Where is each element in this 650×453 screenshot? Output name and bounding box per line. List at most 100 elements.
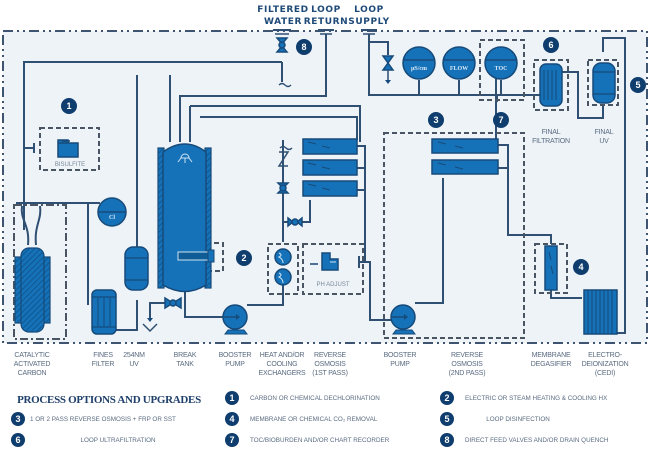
svg-text:7: 7 (498, 115, 503, 125)
svg-text:3: 3 (433, 115, 438, 125)
svg-text:HEAT AND/OR: HEAT AND/OR (260, 352, 305, 359)
badge-7: 7 (493, 112, 509, 128)
svg-text:UV: UV (599, 138, 609, 145)
option-box-bisulfite (39, 127, 100, 171)
ph-adjust-dosing: PH ADJUST (310, 252, 365, 288)
legend-item-3: 3 1 OR 2 PASS REVERSE OSMOSIS + FRP OR SS… (11, 412, 176, 426)
svg-text:FLOW: FLOW (450, 66, 468, 72)
svg-text:(2ND PASS): (2ND PASS) (449, 370, 486, 377)
flow-meter: FLOW (442, 46, 476, 80)
svg-text:PH ADJUST: PH ADJUST (316, 282, 349, 288)
svg-text:BOOSTER: BOOSTER (384, 352, 417, 359)
legend-badge (225, 391, 239, 405)
svg-text:TOC: TOC (495, 66, 508, 72)
direct-feed-valve (275, 37, 292, 88)
legend-item-text: 1 OR 2 PASS REVERSE OSMOSIS + FRP OR SST (30, 416, 176, 423)
badge-3: 3 (428, 112, 444, 128)
badge-2: 2 (236, 250, 252, 266)
equipment-label-ro-2nd-pass: REVERSE OSMOSIS (2ND PASS) (449, 352, 486, 377)
svg-text:FINAL: FINAL (595, 129, 614, 136)
legend-badge (225, 433, 239, 447)
booster-pump-1 (222, 304, 248, 335)
svg-text:OSMOSIS: OSMOSIS (314, 361, 346, 368)
svg-text:MEMBRANE: MEMBRANE (532, 352, 571, 359)
legend-item-text: LOOP DISINFECTION (486, 416, 550, 423)
legend-item-text: DIRECT FEED VALVES AND/OR DRAIN QUENCH (465, 437, 609, 444)
svg-text:PUMP: PUMP (225, 361, 245, 368)
legend-item-text: LOOP ULTRAFILTRATION (80, 437, 156, 444)
svg-text:LOOP: LOOP (311, 5, 341, 15)
badge-8: 8 (296, 39, 312, 55)
option-box-ro-2nd-pass (383, 132, 525, 339)
conductivity-analyzer: µS/cm (402, 46, 436, 80)
uv-254nm-unit (124, 246, 149, 291)
svg-text:UV: UV (129, 361, 139, 368)
badge-5: 5 (630, 77, 646, 93)
svg-text:ACTIVATED: ACTIVATED (14, 361, 51, 368)
bisulfite-dosing: BISULFITE (24, 139, 85, 168)
badge-4: 4 (573, 259, 589, 275)
svg-text:EXCHANGERS: EXCHANGERS (258, 370, 306, 377)
svg-text:FILTRATION: FILTRATION (532, 138, 570, 145)
equipment-label-heat-cool-exchangers: HEAT AND/OR COOLING EXCHANGERS (258, 352, 306, 377)
svg-text:FINES: FINES (93, 352, 113, 359)
drain-quench-valve (276, 145, 303, 228)
legend-item-text: MEMBRANE OR CHEMICAL CO₂ REMOVAL (250, 416, 378, 423)
cedi-stack (583, 289, 618, 335)
drain-valve (142, 296, 182, 333)
equipment-label-uv-254nm: 254NM UV (123, 352, 145, 368)
chlorine-analyzer: Cl (97, 197, 127, 227)
svg-text:FINAL: FINAL (542, 129, 561, 136)
heat-exchangers (274, 248, 292, 286)
membrane-degasifier (544, 245, 558, 291)
svg-text:SUPPLY: SUPPLY (348, 17, 389, 27)
svg-text:CATALYTIC: CATALYTIC (14, 352, 49, 359)
svg-text:COOLING: COOLING (267, 361, 298, 368)
svg-text:6: 6 (548, 40, 553, 50)
svg-text:(1ST PASS): (1ST PASS) (312, 370, 347, 377)
svg-text:2: 2 (241, 253, 246, 263)
option-box-degasifier (534, 243, 568, 294)
final-uv-unit: FINAL UV (592, 62, 616, 145)
ro-2nd-pass-membranes (431, 138, 499, 175)
equipment-label-ro-1st-pass: REVERSE OSMOSIS (1ST PASS) (312, 352, 348, 377)
legend-badge (440, 391, 454, 405)
top-label-loop-supply: LOOP SUPPLY (348, 5, 389, 27)
legend-badge-number: 2 (444, 393, 449, 403)
svg-text:REVERSE: REVERSE (314, 352, 347, 359)
option-box-final-uv (587, 59, 619, 106)
sample-valve (381, 55, 395, 84)
svg-text:FILTER: FILTER (92, 361, 115, 368)
legend-badge (440, 433, 454, 447)
svg-text:OSMOSIS: OSMOSIS (451, 361, 483, 368)
svg-text:PUMP: PUMP (390, 361, 410, 368)
svg-text:REVERSE: REVERSE (451, 352, 484, 359)
legend-item-text: TOC/BIOBURDEN AND/OR CHART RECORDER (250, 437, 390, 444)
option-box-carbon (13, 204, 67, 340)
svg-text:254NM: 254NM (123, 352, 145, 359)
legend-badge (440, 412, 454, 426)
top-label-loop-return: LOOP RETURN (304, 5, 348, 27)
option-box-toc (479, 39, 525, 101)
svg-text:ELECTRO-: ELECTRO- (588, 352, 623, 359)
svg-text:8: 8 (301, 42, 306, 52)
legend-badge (11, 433, 25, 447)
legend-badge-number: 1 (229, 393, 234, 403)
equipment-label-cedi: ELECTRO-DEIONIZATION(CEDI) (582, 352, 629, 377)
svg-text:1: 1 (66, 101, 71, 111)
legend-badge-number: 3 (15, 414, 20, 424)
svg-text:BREAK: BREAK (174, 352, 197, 359)
svg-text:µS/cm: µS/cm (411, 66, 427, 72)
svg-text:Cl: Cl (109, 215, 115, 221)
svg-text:WATER: WATER (264, 17, 302, 27)
badge-6: 6 (543, 37, 559, 53)
svg-text:4: 4 (578, 262, 583, 272)
piping (23, 34, 626, 334)
svg-text:(CEDI): (CEDI) (595, 370, 615, 377)
